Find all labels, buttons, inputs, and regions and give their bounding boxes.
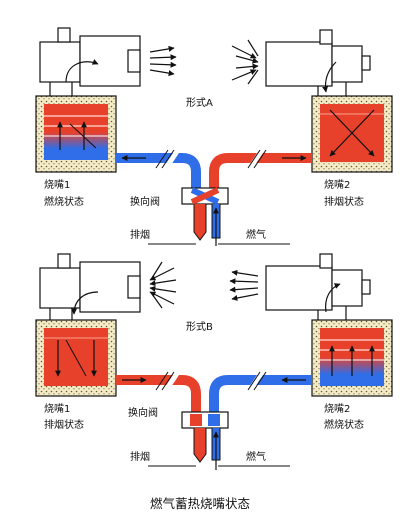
- burner1-head-a: [39, 27, 141, 96]
- form-b-label: 形式B: [186, 320, 213, 333]
- burner1-state-a: 燃烧状态: [44, 195, 84, 208]
- burner2-label-b: 烧嘴2: [324, 402, 350, 415]
- burner2-label-a: 烧嘴2: [324, 178, 350, 191]
- burner1-head-b: [39, 253, 141, 320]
- burner1-state-b: 排烟状态: [44, 418, 84, 431]
- regenerator1-b: [35, 319, 117, 397]
- gas-label-b: 燃气: [246, 450, 266, 463]
- burner2-head-a: [265, 29, 371, 96]
- valve-label-a: 换向阀: [130, 195, 160, 208]
- gas-label-a: 燃气: [246, 228, 266, 241]
- form-a-label: 形式A: [186, 96, 213, 109]
- burner1-label-a: 烧嘴1: [44, 178, 70, 191]
- pipes-b: [116, 370, 312, 412]
- form-a: 形式A 烧嘴1 燃烧状态 烧嘴2 排烟状态 换向阀 排烟 燃气: [35, 27, 393, 246]
- burner2-state-a: 排烟状态: [324, 195, 364, 208]
- reversing-valve-a[interactable]: [181, 187, 229, 246]
- suction-arrows-a: [231, 39, 259, 85]
- suction-arrows-b: [149, 261, 177, 309]
- valve-label-b: 换向阀: [128, 406, 158, 419]
- flame-arrows-b: [229, 269, 259, 301]
- reversing-valve-b[interactable]: [181, 411, 229, 470]
- regenerator2-a: [311, 95, 393, 173]
- flame-arrows-a: [149, 45, 177, 77]
- regenerator1-a: [35, 95, 117, 173]
- pipes-a: [116, 148, 312, 188]
- exhaust-label-b: 排烟: [130, 450, 150, 463]
- burner1-label-b: 烧嘴1: [44, 402, 70, 415]
- regenerator2-b: [311, 319, 393, 397]
- form-b: 形式B 烧嘴1 排烟状态 烧嘴2 燃烧状态 换向阀 排烟 燃气: [35, 253, 393, 470]
- exhaust-label-a: 排烟: [130, 228, 150, 241]
- burner2-head-b: [265, 253, 371, 320]
- burner2-state-b: 燃烧状态: [324, 418, 364, 431]
- figure-title: 燃气蓄热烧嘴状态: [150, 496, 250, 511]
